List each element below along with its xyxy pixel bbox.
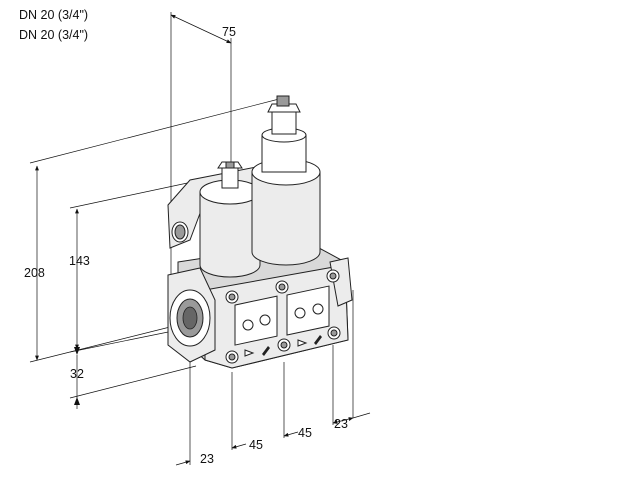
ext-line-208-bottom bbox=[29, 324, 179, 363]
flow-arrow-icon-right bbox=[297, 339, 308, 347]
connection-size-outlet: DN 20 (3/4") bbox=[19, 28, 89, 42]
dim-label-45-left: 45 bbox=[249, 438, 263, 452]
ext-line-143-bottom bbox=[69, 329, 179, 353]
flow-arrow-icon-left bbox=[244, 349, 255, 357]
dim-label-45-right: 45 bbox=[298, 426, 312, 440]
ext-line-32-bottom bbox=[69, 365, 197, 399]
dim-line-45-right bbox=[283, 431, 299, 437]
dim-label-208: 208 bbox=[24, 266, 45, 280]
dim-tail-right bbox=[352, 412, 371, 419]
marker-icon-right bbox=[314, 335, 322, 345]
dimension-lines bbox=[29, 12, 371, 466]
dim-line-23-right bbox=[332, 417, 354, 424]
module-right bbox=[286, 285, 330, 336]
dim-label-23-right: 23 bbox=[334, 417, 348, 431]
connection-size-inlet: DN 20 (3/4") bbox=[19, 8, 89, 22]
dim-label-143: 143 bbox=[69, 254, 90, 268]
valve-assembly bbox=[167, 95, 353, 369]
module-left bbox=[234, 295, 278, 346]
dim-label-32: 32 bbox=[70, 367, 84, 381]
screws bbox=[225, 269, 341, 364]
dim-line-45-left bbox=[231, 443, 247, 449]
ext-line-208-top bbox=[29, 97, 284, 164]
dim-line-23-left bbox=[175, 460, 191, 466]
marker-icon-left bbox=[262, 346, 270, 356]
dim-label-75: 75 bbox=[222, 25, 236, 39]
solenoid-coil-left bbox=[199, 161, 261, 278]
dim-label-23-left: 23 bbox=[200, 452, 214, 466]
solenoid-coil-right bbox=[251, 95, 321, 266]
dim-line-75 bbox=[170, 14, 232, 44]
